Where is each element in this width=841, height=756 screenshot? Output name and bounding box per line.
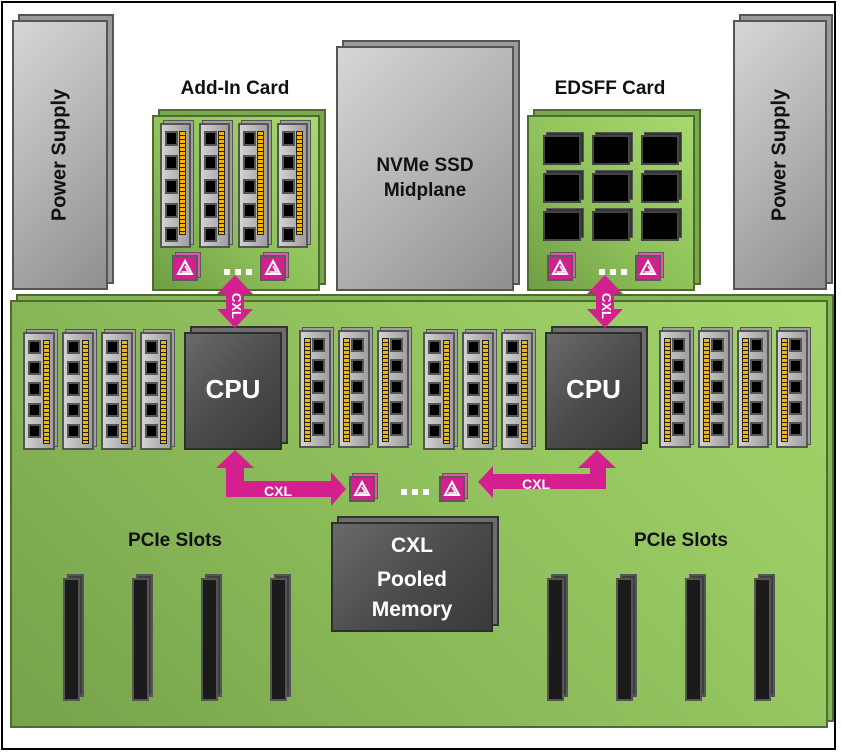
edsff-block <box>641 135 679 165</box>
edsff-block <box>592 135 630 165</box>
dimm-module <box>737 330 769 448</box>
pcie-slots-left-label: PCIe Slots <box>128 530 222 551</box>
dimm-module <box>501 332 533 450</box>
dimm-module <box>776 330 808 448</box>
edsff-card-title: EDSFF Card <box>554 78 666 99</box>
ellipsis-dots <box>599 269 627 275</box>
cxl-label-left: CXL <box>264 483 292 499</box>
power-supply-left: Power Supply <box>12 20 108 290</box>
dimm-module <box>462 332 494 450</box>
ellipsis-dots <box>401 489 429 495</box>
add-in-module <box>238 123 269 248</box>
cxl-switch-icon <box>260 255 286 281</box>
nvme-midplane-line2: Midplane <box>383 180 467 201</box>
cxl-switch-icon <box>349 476 375 502</box>
pcie-slot <box>616 578 633 701</box>
edsff-block <box>641 211 679 241</box>
add-in-card-title: Add-In Card <box>180 78 290 99</box>
edsff-block <box>543 173 581 203</box>
cxl-switch-icon <box>547 255 573 281</box>
dimm-module <box>659 330 691 448</box>
cxl-switch-icon <box>439 476 465 502</box>
cxl-label-addin: CXL <box>229 293 244 319</box>
cpu-right: CPU <box>545 332 642 450</box>
add-in-module <box>199 123 230 248</box>
add-in-card <box>152 115 320 291</box>
edsff-block <box>592 211 630 241</box>
pcie-slot <box>63 578 80 701</box>
pooled-memory-line2: Pooled <box>376 568 447 591</box>
cxl-switch-icon <box>635 255 661 281</box>
pooled-memory-line1: CXL <box>391 534 433 557</box>
cxl-arrow-left <box>216 450 346 506</box>
dimm-module <box>338 330 370 448</box>
cpu-left-label: CPU <box>205 374 261 404</box>
cxl-pooled-memory: CXL Pooled Memory <box>331 522 493 632</box>
dimm-module <box>101 332 133 450</box>
cxl-arrow-right <box>478 450 616 498</box>
cxl-arrow-addin <box>217 275 253 328</box>
dimm-module <box>299 330 331 448</box>
add-in-module <box>160 123 191 248</box>
pcie-slot <box>270 578 287 701</box>
power-supply-right: Power Supply <box>733 20 827 290</box>
nvme-midplane-line1: NVMe SSD <box>376 155 474 176</box>
pcie-slot <box>201 578 218 701</box>
dimm-module <box>140 332 172 450</box>
pooled-memory-line3: Memory <box>371 598 453 621</box>
pcie-slot <box>132 578 149 701</box>
dimm-module <box>62 332 94 450</box>
add-in-module <box>277 123 308 248</box>
dimm-module <box>698 330 730 448</box>
pcie-slots-right-label: PCIe Slots <box>634 530 728 551</box>
pcie-slot <box>547 578 564 701</box>
cpu-left: CPU <box>184 332 282 450</box>
cxl-label-edsff: CXL <box>599 293 614 319</box>
dimm-module <box>377 330 409 448</box>
cxl-arrow-edsff <box>587 275 623 328</box>
edsff-block <box>592 173 630 203</box>
nvme-ssd-midplane: NVMe SSD Midplane <box>336 46 514 291</box>
dimm-module <box>423 332 455 450</box>
edsff-block <box>543 135 581 165</box>
edsff-block <box>543 211 581 241</box>
edsff-card <box>527 115 695 291</box>
pcie-slot <box>685 578 702 701</box>
edsff-block <box>641 173 679 203</box>
cpu-right-label: CPU <box>566 374 621 404</box>
cxl-label-right: CXL <box>522 476 550 492</box>
pcie-slot <box>754 578 771 701</box>
dimm-module <box>23 332 55 450</box>
cxl-switch-icon <box>172 255 198 281</box>
ellipsis-dots <box>224 269 252 275</box>
